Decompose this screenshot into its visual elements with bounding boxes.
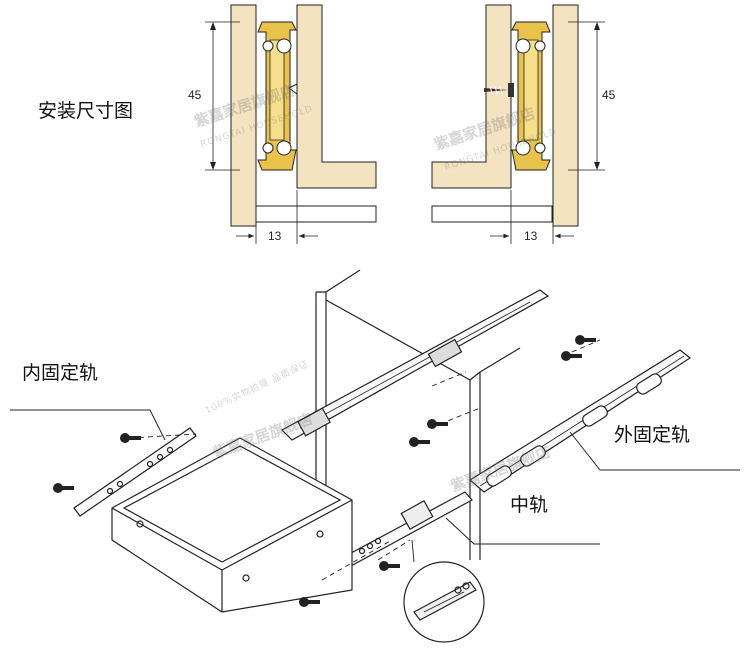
left-cabinet-panel <box>230 4 257 227</box>
left-width-dimension: 13 <box>268 229 282 243</box>
leader-inner-rail <box>10 409 166 441</box>
right-drawer-bottom <box>431 205 553 223</box>
outer-rail-label: 外固定轨 <box>614 424 691 446</box>
right-width-dimension: 13 <box>524 229 538 243</box>
mounting-screw-icon <box>484 83 514 97</box>
right-cabinet-panel <box>552 4 579 227</box>
leader-middle-rail <box>445 517 600 545</box>
drawer-box <box>111 437 353 613</box>
top-right-detail <box>431 4 605 244</box>
right-height-dimension: 45 <box>602 88 616 102</box>
inner-rail-label: 内固定轨 <box>22 362 99 384</box>
left-drawer-side <box>296 4 377 189</box>
assembly-drawing <box>10 269 740 643</box>
inner-fixed-rail <box>73 427 197 517</box>
right-drawer-side <box>431 4 512 189</box>
cabinet-frame <box>315 269 521 590</box>
leader-outer-rail <box>569 431 740 471</box>
left-drawer-bottom <box>255 205 377 223</box>
left-height-dimension: 45 <box>188 88 202 102</box>
screw-icon <box>53 335 596 607</box>
left-rail-roller-top <box>276 38 292 54</box>
middle-rail-label: 中轨 <box>510 494 549 516</box>
left-rail-roller-bottom <box>276 140 292 156</box>
top-left-detail <box>205 4 377 244</box>
install-dimensions-title: 安装尺寸图 <box>38 100 134 122</box>
